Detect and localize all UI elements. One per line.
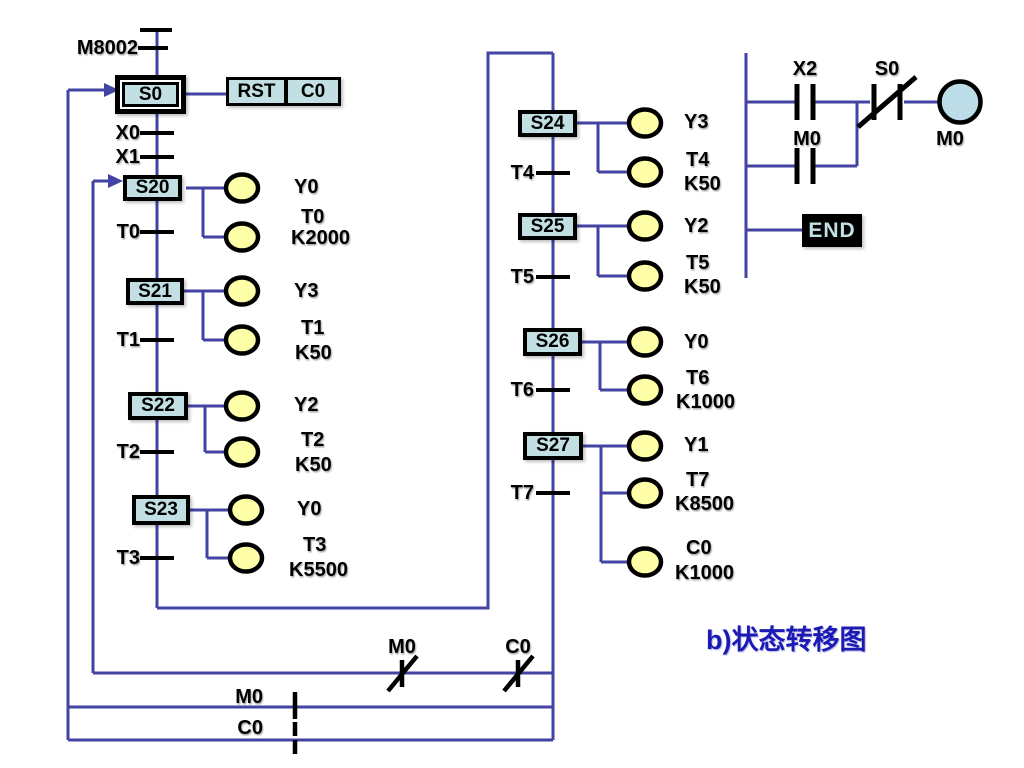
transition-label-t4: T4	[510, 162, 534, 184]
action-label: K8500	[675, 493, 734, 515]
state-box-s26: S26	[523, 328, 582, 356]
action-label: K50	[295, 454, 332, 476]
action-circles-right	[626, 107, 664, 578]
state-box-s21: S21	[126, 278, 184, 305]
action-branches-left	[184, 186, 230, 560]
transition-label-x1: X1	[115, 146, 140, 168]
arrow-into-s0	[104, 83, 119, 97]
action-circles-left	[223, 172, 265, 574]
ladder-lines	[744, 53, 939, 278]
action-label: T3	[303, 534, 327, 556]
action-label: T5	[686, 252, 710, 274]
state-box-s27: S27	[523, 432, 583, 460]
transition-label-t0: T0	[116, 221, 140, 243]
state-box-s24: S24	[518, 110, 577, 137]
ladder-x2-label: X2	[792, 58, 818, 80]
action-label: K1000	[676, 391, 735, 413]
action-label: T6	[686, 367, 710, 389]
arrow-into-s20	[108, 174, 123, 188]
rst-c0-action-box: RST C0	[226, 77, 341, 106]
state-box-s22: S22	[128, 392, 188, 420]
action-label: K50	[684, 276, 721, 298]
action-label: T0	[301, 206, 325, 228]
transition-label-t5: T5	[510, 266, 534, 288]
action-label: Y1	[684, 434, 709, 456]
ladder-contact-x2	[794, 84, 816, 120]
ladder-s0-label: S0	[874, 58, 900, 80]
action-label: Y3	[294, 280, 319, 302]
nc-contact-c0	[502, 654, 535, 693]
state-box-s0: S0	[115, 75, 186, 114]
state-box-s20: S20	[123, 175, 182, 201]
action-label: T2	[301, 429, 325, 451]
loopback-transition-c0-label: C0	[237, 717, 263, 739]
end-instruction-box: END	[802, 214, 862, 247]
transition-label-t2: T2	[116, 441, 140, 463]
action-label: Y3	[684, 111, 709, 133]
action-label: Y0	[684, 331, 709, 353]
ladder-nc-contact-s0	[856, 75, 918, 129]
nc-contact-c0-label: C0	[505, 636, 531, 658]
nc-contact-m0-label: M0	[388, 636, 416, 658]
rst-operand-label: C0	[288, 80, 338, 103]
state-box-s25: S25	[518, 213, 577, 240]
action-label: K2000	[291, 227, 350, 249]
figure-caption: b)状态转移图	[706, 625, 867, 655]
transition-bars	[138, 28, 570, 560]
transition-label-t7: T7	[510, 482, 534, 504]
action-label: T1	[301, 317, 325, 339]
action-label: K5500	[289, 559, 348, 581]
transition-label-t3: T3	[116, 547, 140, 569]
ladder-m0-coil-label: M0	[936, 128, 964, 150]
rst-op-label: RST	[229, 80, 284, 103]
transition-label-t1: T1	[116, 329, 140, 351]
action-label: Y2	[294, 394, 319, 416]
action-label: Y0	[294, 176, 319, 198]
action-branches-right	[577, 121, 629, 564]
flow-lines	[66, 28, 555, 742]
action-label: K50	[295, 342, 332, 364]
nc-contact-m0	[386, 654, 419, 693]
transition-label-x0: X0	[115, 122, 140, 144]
action-label: Y2	[684, 215, 709, 237]
action-label: T7	[686, 469, 710, 491]
action-label: K1000	[675, 562, 734, 584]
power-contact-label: M8002	[76, 37, 138, 59]
coil-m0	[937, 79, 983, 125]
action-label: Y0	[297, 498, 322, 520]
state-box-s0-label: S0	[122, 82, 179, 107]
loopback-transition-m0-label: M0	[235, 686, 263, 708]
state-box-s23: S23	[132, 495, 190, 525]
ladder-m0-contact-label: M0	[793, 128, 821, 150]
action-label: K50	[684, 173, 721, 195]
action-label: T4	[686, 149, 710, 171]
action-label: C0	[686, 537, 712, 559]
ladder-contact-m0	[794, 148, 816, 184]
transition-label-t6: T6	[510, 379, 534, 401]
